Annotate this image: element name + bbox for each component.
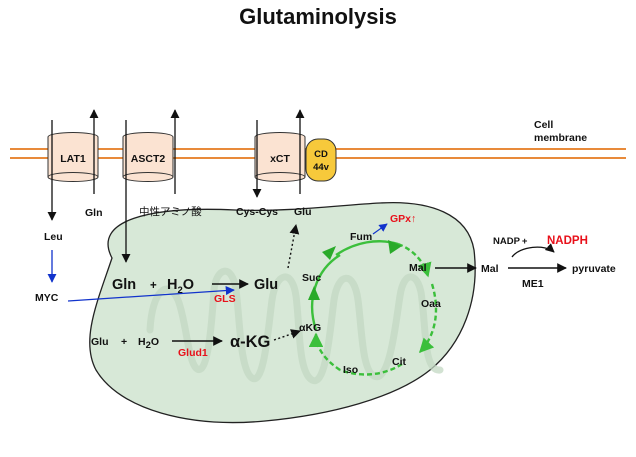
asct2-transporter (122, 132, 174, 182)
cys-cys-label: Cys-Cys (236, 206, 278, 218)
leu-label: Leu (44, 231, 63, 243)
asct2-label: ASCT2 (131, 153, 166, 165)
mito-h2o-1: H2O (167, 277, 194, 296)
cd44v-label-line1: CD (314, 149, 328, 160)
tca-chevron-fum-mal (388, 240, 402, 254)
membrane-label-line2: membrane (534, 132, 587, 144)
cd44v-receptor (305, 138, 337, 182)
tca-arc-akg-suc (311, 253, 341, 331)
myc-label: MYC (35, 292, 59, 304)
cytosol-mal-label: Mal (481, 263, 499, 275)
gln-exported-label: Gln (85, 207, 103, 219)
mito-glu2-label: Glu (91, 336, 109, 348)
mito-plus2: + (121, 336, 127, 348)
myc-to-gls-arrow (67, 286, 235, 302)
mitochondrion (89, 201, 476, 424)
tca-cycle (308, 240, 438, 376)
tca-chevron-akg-suc (308, 286, 320, 300)
fum-to-gpx-arrow (372, 223, 388, 235)
neutral-amino-acids-label: 中性アミノ酸 (139, 205, 202, 218)
tca-arc-fum-mal (397, 242, 432, 278)
tca-arc-iso-akg (308, 332, 341, 371)
tca-cit-label: Cit (392, 356, 407, 368)
glu-dotted-arrow (287, 224, 300, 269)
mito-gln-label: Gln (112, 277, 136, 293)
mito-akg-label: α-KG (230, 333, 270, 351)
xct-transporter (254, 132, 306, 182)
tca-fum-label: Fum (350, 231, 372, 243)
gpx-label: GPx↑ (390, 213, 416, 225)
tca-suc-label: Suc (302, 272, 321, 284)
me1-label: ME1 (522, 278, 544, 290)
tca-akg-label: αKG (299, 322, 321, 334)
glud1-enzyme-label: Glud1 (178, 347, 208, 359)
tca-arc-mal-cit (419, 283, 438, 354)
mito-plus1: + (150, 280, 157, 292)
tca-mal-label: Mal (409, 262, 427, 274)
tca-chevron-suc-fum (322, 246, 336, 260)
page-title: Glutaminolysis (239, 4, 397, 29)
nadph-label: NADPH (547, 235, 588, 247)
tca-arc-cit-iso (339, 362, 403, 376)
pyruvate-label: pyruvate (572, 263, 616, 275)
mito-h2o-2: H2O (138, 336, 159, 351)
glu-exported-label: Glu (294, 206, 312, 218)
xct-label: xCT (270, 153, 290, 165)
lat1-label: LAT1 (60, 153, 86, 165)
nadp-label: NADP+ (493, 236, 528, 247)
nadp-to-nadph-arrow (511, 243, 555, 258)
akg-to-tca-dotted-arrow (273, 329, 301, 341)
cd44v-label-line2: 44v (313, 162, 330, 173)
membrane-label-line1: Cell (534, 119, 553, 131)
lat1-transporter (47, 132, 99, 182)
mito-glu-label: Glu (254, 277, 278, 293)
tca-oaa-label: Oaa (421, 298, 441, 310)
gls-enzyme-label: GLS (214, 293, 236, 305)
tca-iso-label: Iso (343, 364, 358, 376)
